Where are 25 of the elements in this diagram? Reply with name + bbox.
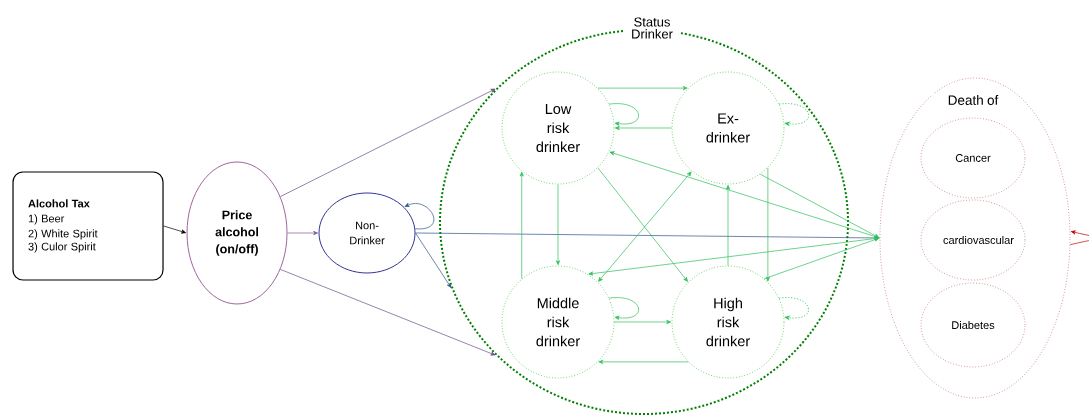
arrow [287, 230, 318, 236]
arrow [280, 88, 496, 197]
self-loop-arrow [404, 202, 435, 230]
self-loop-arrow [778, 297, 809, 320]
self-loop-arrow [1069, 230, 1089, 245]
arrow [280, 269, 496, 356]
arrow [725, 184, 731, 266]
arrow [598, 359, 689, 364]
arrow [609, 151, 880, 239]
arrow [415, 232, 452, 288]
arrow [760, 173, 880, 238]
self-loop-arrow [608, 103, 639, 126]
arrow [763, 237, 880, 280]
self-loop-arrow [778, 103, 809, 126]
node-label: Status [634, 17, 670, 27]
arrow [614, 319, 672, 325]
arrow [597, 86, 688, 91]
arrow [163, 225, 186, 234]
arrow [765, 167, 770, 282]
arrow [555, 184, 561, 266]
arrow [588, 237, 880, 276]
process-box: Alcohol Tax 1) Beer 2) White Spirit 3) Culor Spirit [12, 171, 164, 281]
arrow [519, 171, 524, 280]
self-loop-arrow [608, 297, 639, 320]
arrow [614, 125, 672, 131]
